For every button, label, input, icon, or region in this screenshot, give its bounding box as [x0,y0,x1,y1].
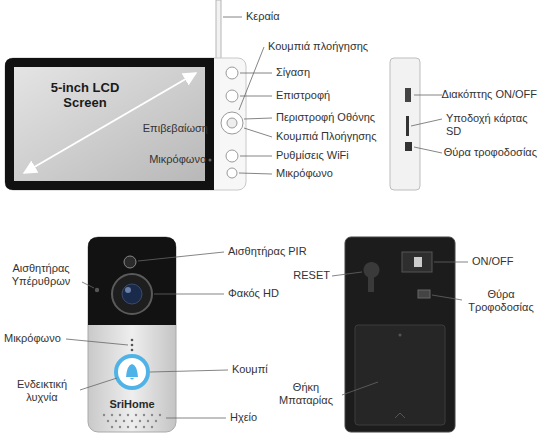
screen-size-label: 5-inch LCD Screen [40,80,130,110]
bell-button [116,356,148,388]
ok-button [227,118,237,128]
back-housing [345,237,455,432]
nav-pad [221,112,243,134]
camera-panel [88,237,176,325]
monitor-front [5,0,246,190]
leader-line [239,173,272,174]
leader-line [342,382,378,395]
part-label: Θύρα τροφοδοσίας [444,146,537,159]
mic-button [227,168,237,178]
leader-line [434,262,468,263]
pir-sensor [124,256,136,268]
part-label: Μικρόφωνο [4,332,61,345]
leader-line [66,339,128,345]
part-label: Αισθητήρας PIR [228,245,307,258]
on-off-switch [414,257,422,267]
screen-bezel [5,58,214,190]
leader-line [80,378,117,390]
doorbell-body [88,237,176,432]
leader-line [414,95,442,96]
part-label: Επιβεβαίωση [136,122,208,135]
leader-line [154,294,224,295]
leader-line [432,295,462,300]
leader-lines-monitor [223,17,272,174]
speaker-grille [103,414,161,428]
power-port [418,290,430,298]
part-label: Φακός HD [228,287,279,300]
mute-button [226,67,238,79]
leader-line [82,282,94,288]
antenna [216,0,221,60]
power-switch [405,88,411,102]
part-label: Θύρα Τροφοδοσίας [465,288,537,314]
part-label: Κουμπί [232,363,268,376]
leader-line [411,119,442,126]
monitor-side [390,58,420,190]
wifi-button [226,150,238,162]
mic-hole [131,339,134,342]
part-label: ON/OFF [472,255,514,268]
leader-line [244,128,272,137]
leader-line [414,147,442,153]
mic-hole [131,344,134,347]
monitor-housing [5,58,246,190]
open-mark [395,413,405,418]
part-label: Μικρόφωνο [136,153,206,166]
sd-slot [406,116,409,136]
part-label: Κουμπιά πλοήγησης [268,40,368,53]
leader-line [240,156,272,157]
screw [399,334,402,337]
mic-hole [209,159,212,162]
leader-lines-doorbell [66,252,228,418]
leader-line [166,418,226,419]
leader-line [223,17,242,18]
back-button [226,90,238,102]
side-housing [390,58,420,190]
switch-recess [402,252,432,272]
part-label: Μικρόφωνο [276,167,333,180]
leader-line [239,47,264,110]
part-label: Διακόπτης ON/OFF [442,88,537,101]
ir-sensor [95,288,99,292]
part-label: Ρυθμίσεις WiFi [276,149,349,162]
mic-hole [131,349,134,352]
battery-compartment [355,325,445,425]
part-label: Ηχείο [230,411,257,424]
leader-lines-side [411,95,442,153]
hd-lens [112,274,152,314]
part-label: Σίγαση [276,66,310,79]
leader-line [240,73,272,74]
lens-glass [122,284,142,304]
part-label: Αισθητήρας Υπέρυθρων [2,262,80,288]
leader-line [244,118,272,119]
part-label: Περιστροφή Οθόνης [276,111,375,124]
mount-hole [364,262,380,292]
lens-highlight [125,287,131,293]
leader-lines-back [332,262,468,395]
doorbell-back [345,237,455,432]
brand-logo: SriHome [96,398,168,411]
part-label: Θήκη Μπαταρίας [272,381,340,407]
bell-icon [126,364,138,380]
doorbell-front [88,237,176,432]
part-label: Υποδοχή κάρτας SD [446,112,536,138]
part-label: Επιστροφή [276,89,330,102]
power-port [405,142,412,151]
part-label: Ενδεικτική λυχνία [6,378,78,404]
part-label: RESET [280,269,330,282]
part-label: Κουμπιά Πλοήγησης [276,130,376,143]
part-label: Κεραία [246,10,280,23]
leader-line [138,252,224,261]
leader-line [150,370,228,372]
leader-line [240,96,272,97]
leader-line [332,272,362,276]
